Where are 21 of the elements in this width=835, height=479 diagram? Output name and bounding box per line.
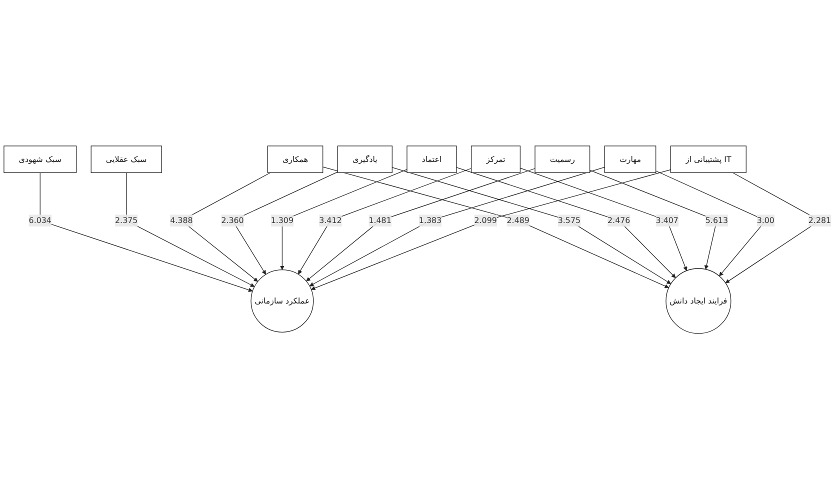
node-box (406, 145, 457, 173)
arrow (126, 172, 255, 287)
node-box (90, 145, 162, 173)
node-box (470, 145, 520, 173)
node-circle (250, 269, 314, 332)
arrow (298, 168, 472, 274)
node-box (604, 145, 656, 173)
node-box (4, 145, 77, 173)
arrow (280, 168, 408, 270)
node-box (337, 145, 392, 173)
arrow (309, 166, 605, 286)
node-box (267, 145, 324, 173)
arrow (590, 170, 718, 270)
arrow (520, 168, 688, 271)
node-circle (666, 268, 732, 334)
node-box (670, 145, 746, 173)
node-box (534, 145, 590, 173)
arrow (40, 172, 253, 292)
arrow (456, 166, 676, 278)
arrow (306, 168, 536, 282)
arrow (392, 166, 672, 284)
